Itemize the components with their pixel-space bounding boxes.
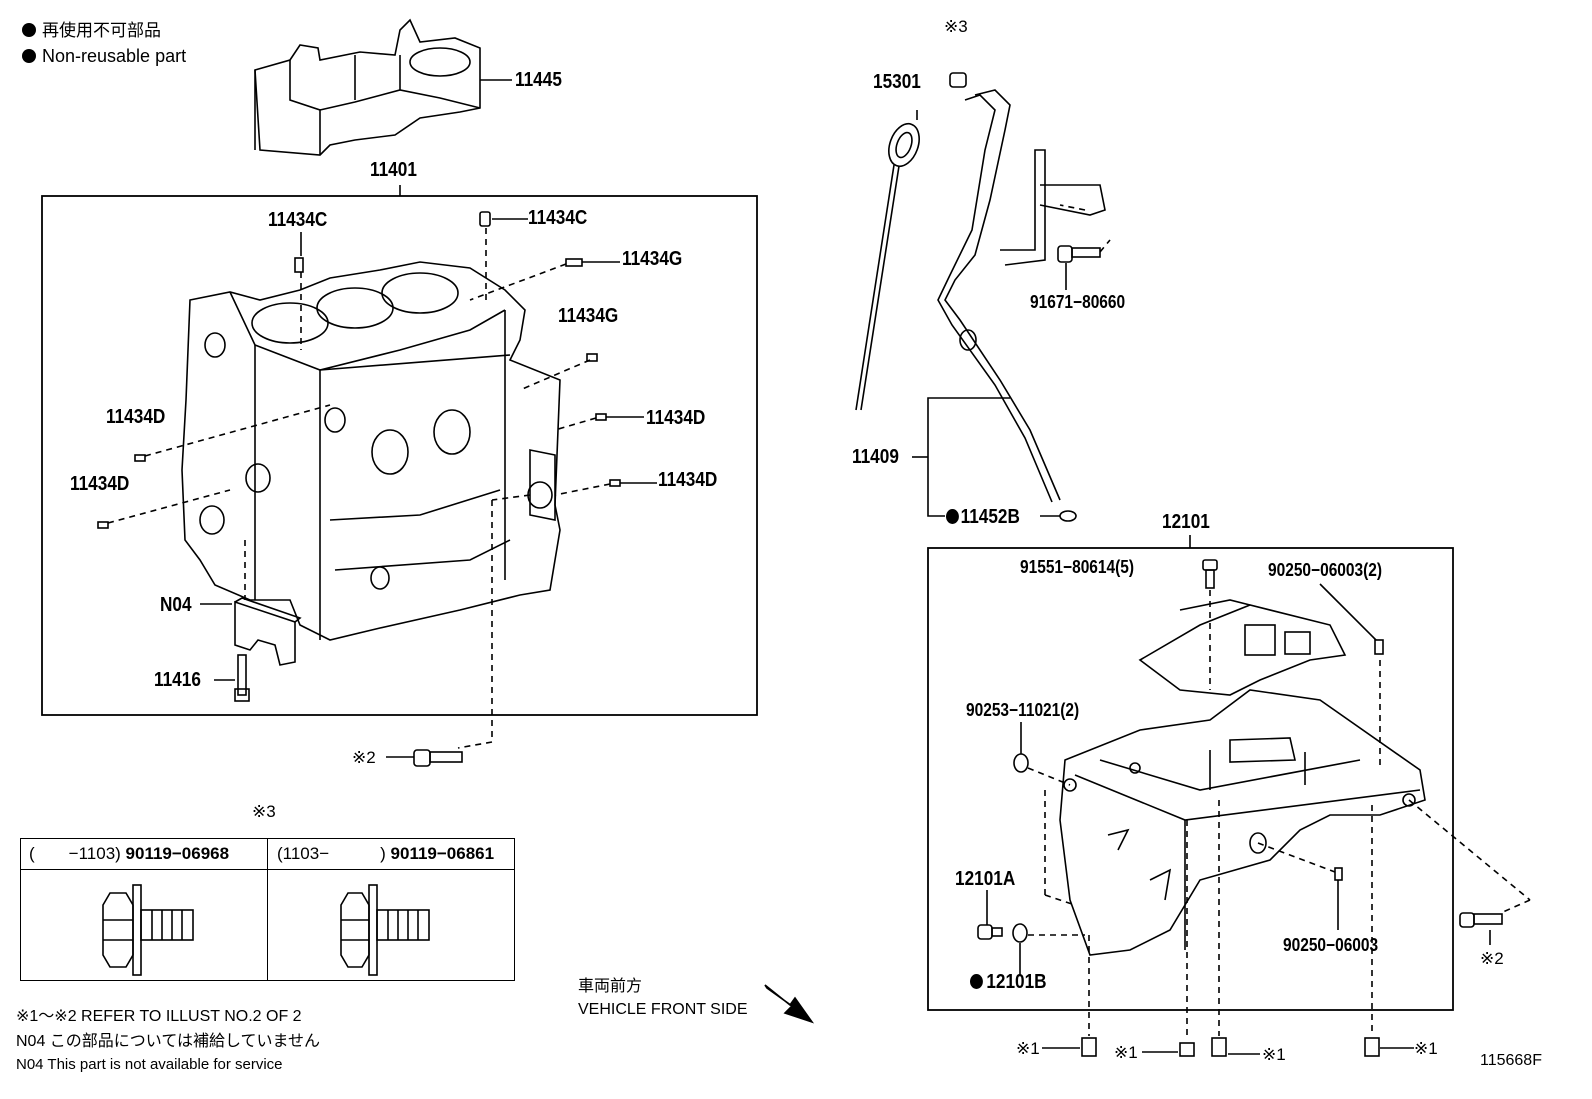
part-90119-06861[interactable]: 90119−06861 (390, 844, 495, 863)
callout-11434g[interactable]: 11434G (558, 305, 619, 327)
table-col2-header: (1103− ) 90119−06861 (277, 844, 495, 863)
filled-dot-icon (970, 974, 983, 989)
callout-11434d[interactable]: 11434D (106, 406, 166, 428)
callout-11434d[interactable]: 11434D (70, 473, 130, 495)
callout-12101a[interactable]: 12101A (955, 868, 1016, 890)
bolt-11416 (234, 654, 250, 702)
legend-en: Non-reusable part (22, 47, 186, 65)
bolt-variant-table: ( −1103) 90119−06968 (1103− ) 90119−0686… (20, 838, 515, 981)
n04-note-en: N04 This part is not available for servi… (16, 1056, 283, 1073)
callout-11452b[interactable]: 11452B (946, 507, 1020, 527)
callout-11409[interactable]: 11409 (852, 446, 899, 468)
part-90119-06968[interactable]: 90119−06968 (125, 844, 230, 863)
cylinder-block (181, 261, 561, 641)
callout-12101[interactable]: 12101 (1162, 511, 1210, 533)
callout-12101b[interactable]: 12101B (970, 972, 1047, 992)
callout-ref3: ※3 (252, 802, 276, 821)
callout-11445[interactable]: 11445 (515, 69, 562, 91)
callout-11416[interactable]: 11416 (154, 669, 201, 691)
bolt-ref2 (413, 749, 463, 767)
callout-ref1: ※1 (1016, 1039, 1040, 1058)
bearing-cap-n04 (234, 597, 302, 666)
callout-ref2: ※2 (352, 748, 376, 767)
callout-91671-80660[interactable]: 91671−80660 (1030, 292, 1126, 312)
filled-dot-icon (946, 509, 959, 524)
callout-ref2: ※2 (1480, 949, 1504, 968)
table-divider (267, 839, 268, 980)
figure-id: 115668F (1480, 1052, 1542, 1069)
callout-11434d[interactable]: 11434D (646, 407, 706, 429)
callout-15301[interactable]: 15301 (873, 71, 921, 93)
callout-11434d[interactable]: 11434D (658, 469, 718, 491)
table-col1-header: ( −1103) 90119−06968 (29, 844, 230, 863)
insulator-11445 (254, 18, 512, 156)
bolt-illust-90119-06861 (340, 884, 430, 976)
filled-dot-icon (22, 49, 36, 63)
front-side-label-jp: 車両前方 (578, 978, 643, 995)
callout-11401[interactable]: 11401 (370, 159, 417, 181)
callout-91551-80614[interactable]: 91551−80614(5) (1020, 557, 1135, 577)
callout-90250-06003-2[interactable]: 90250−06003(2) (1268, 560, 1383, 580)
reference-note: ※1～※2 REFER TO ILLUST NO.2 OF 2 (16, 1008, 302, 1025)
callout-11434c[interactable]: 11434C (268, 209, 328, 231)
callout-11434c[interactable]: 11434C (528, 207, 588, 229)
n04-note-jp: N04 この部品については補給していません (16, 1033, 321, 1050)
legend-jp: 再使用不可部品 (22, 22, 161, 39)
bolt-illust-90119-06968 (102, 884, 194, 976)
dipstick-guide-11409 (937, 72, 1106, 503)
oil-pan-12101 (1059, 689, 1426, 956)
baffle-plate (1138, 599, 1347, 696)
callout-ref1: ※1 (1414, 1039, 1438, 1058)
callout-ref1: ※1 (1114, 1043, 1138, 1062)
callout-90250-06003[interactable]: 90250−06003 (1283, 935, 1379, 955)
filled-dot-icon (22, 23, 36, 37)
callout-11434g[interactable]: 11434G (622, 248, 683, 270)
front-side-label-en: VEHICLE FRONT SIDE (578, 1001, 748, 1018)
dipstick-15301 (855, 110, 920, 411)
front-arrow-icon (764, 984, 815, 1024)
callout-90253-11021[interactable]: 90253−11021(2) (966, 700, 1080, 720)
callout-ref3: ※3 (944, 17, 968, 36)
callout-ref1: ※1 (1262, 1045, 1286, 1064)
callout-n04[interactable]: N04 (160, 594, 192, 616)
